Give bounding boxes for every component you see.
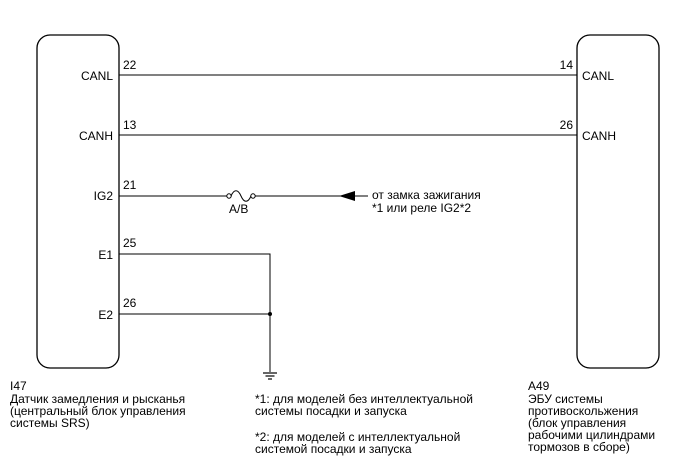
right-pin-canl: 14	[559, 58, 573, 72]
left-pin-e2: 26	[123, 296, 137, 310]
arrow-left-icon	[339, 191, 355, 201]
fuse-terminal-left	[226, 193, 232, 199]
fuse-terminal-right	[250, 193, 256, 199]
footnote-2: *2: для моделей с интеллектуальной систе…	[255, 430, 461, 456]
splice-point	[268, 312, 272, 316]
left-signal-canl: CANL	[80, 69, 113, 83]
right-pin-canh: 26	[559, 118, 573, 132]
left-pin-canh: 13	[123, 118, 137, 132]
ground-icon	[263, 372, 277, 380]
right-signal-canh: CANH	[582, 129, 617, 143]
left-signal-e1: E1	[98, 248, 113, 262]
left-signal-ig2: IG2	[93, 189, 113, 203]
right-ecu-box	[576, 34, 660, 369]
left-pin-ig2: 21	[123, 178, 137, 192]
right-signal-canl: CANL	[582, 69, 615, 83]
left-signal-e2: E2	[98, 308, 113, 322]
source-note: от замка зажигания *1 или реле IG2*2	[372, 188, 481, 215]
left-ecu-box	[36, 34, 120, 369]
fuse-label: A/B	[229, 202, 249, 216]
left-signal-canh: CANH	[78, 129, 113, 143]
e1-wire	[119, 253, 271, 372]
left-pin-canl: 22	[123, 58, 137, 72]
left-pin-e1: 25	[123, 236, 137, 250]
left-ecu-name: Датчик замедления и рысканья (центральны…	[10, 392, 186, 430]
left-ecu-id: I47	[10, 379, 27, 393]
right-ecu-id: A49	[528, 379, 550, 393]
fuse-icon	[230, 190, 252, 202]
right-ecu-name: ЭБУ системы противоскольжения (блок упра…	[528, 392, 656, 454]
footnote-1: *1: для моделей без интеллектуальной сис…	[255, 392, 473, 418]
